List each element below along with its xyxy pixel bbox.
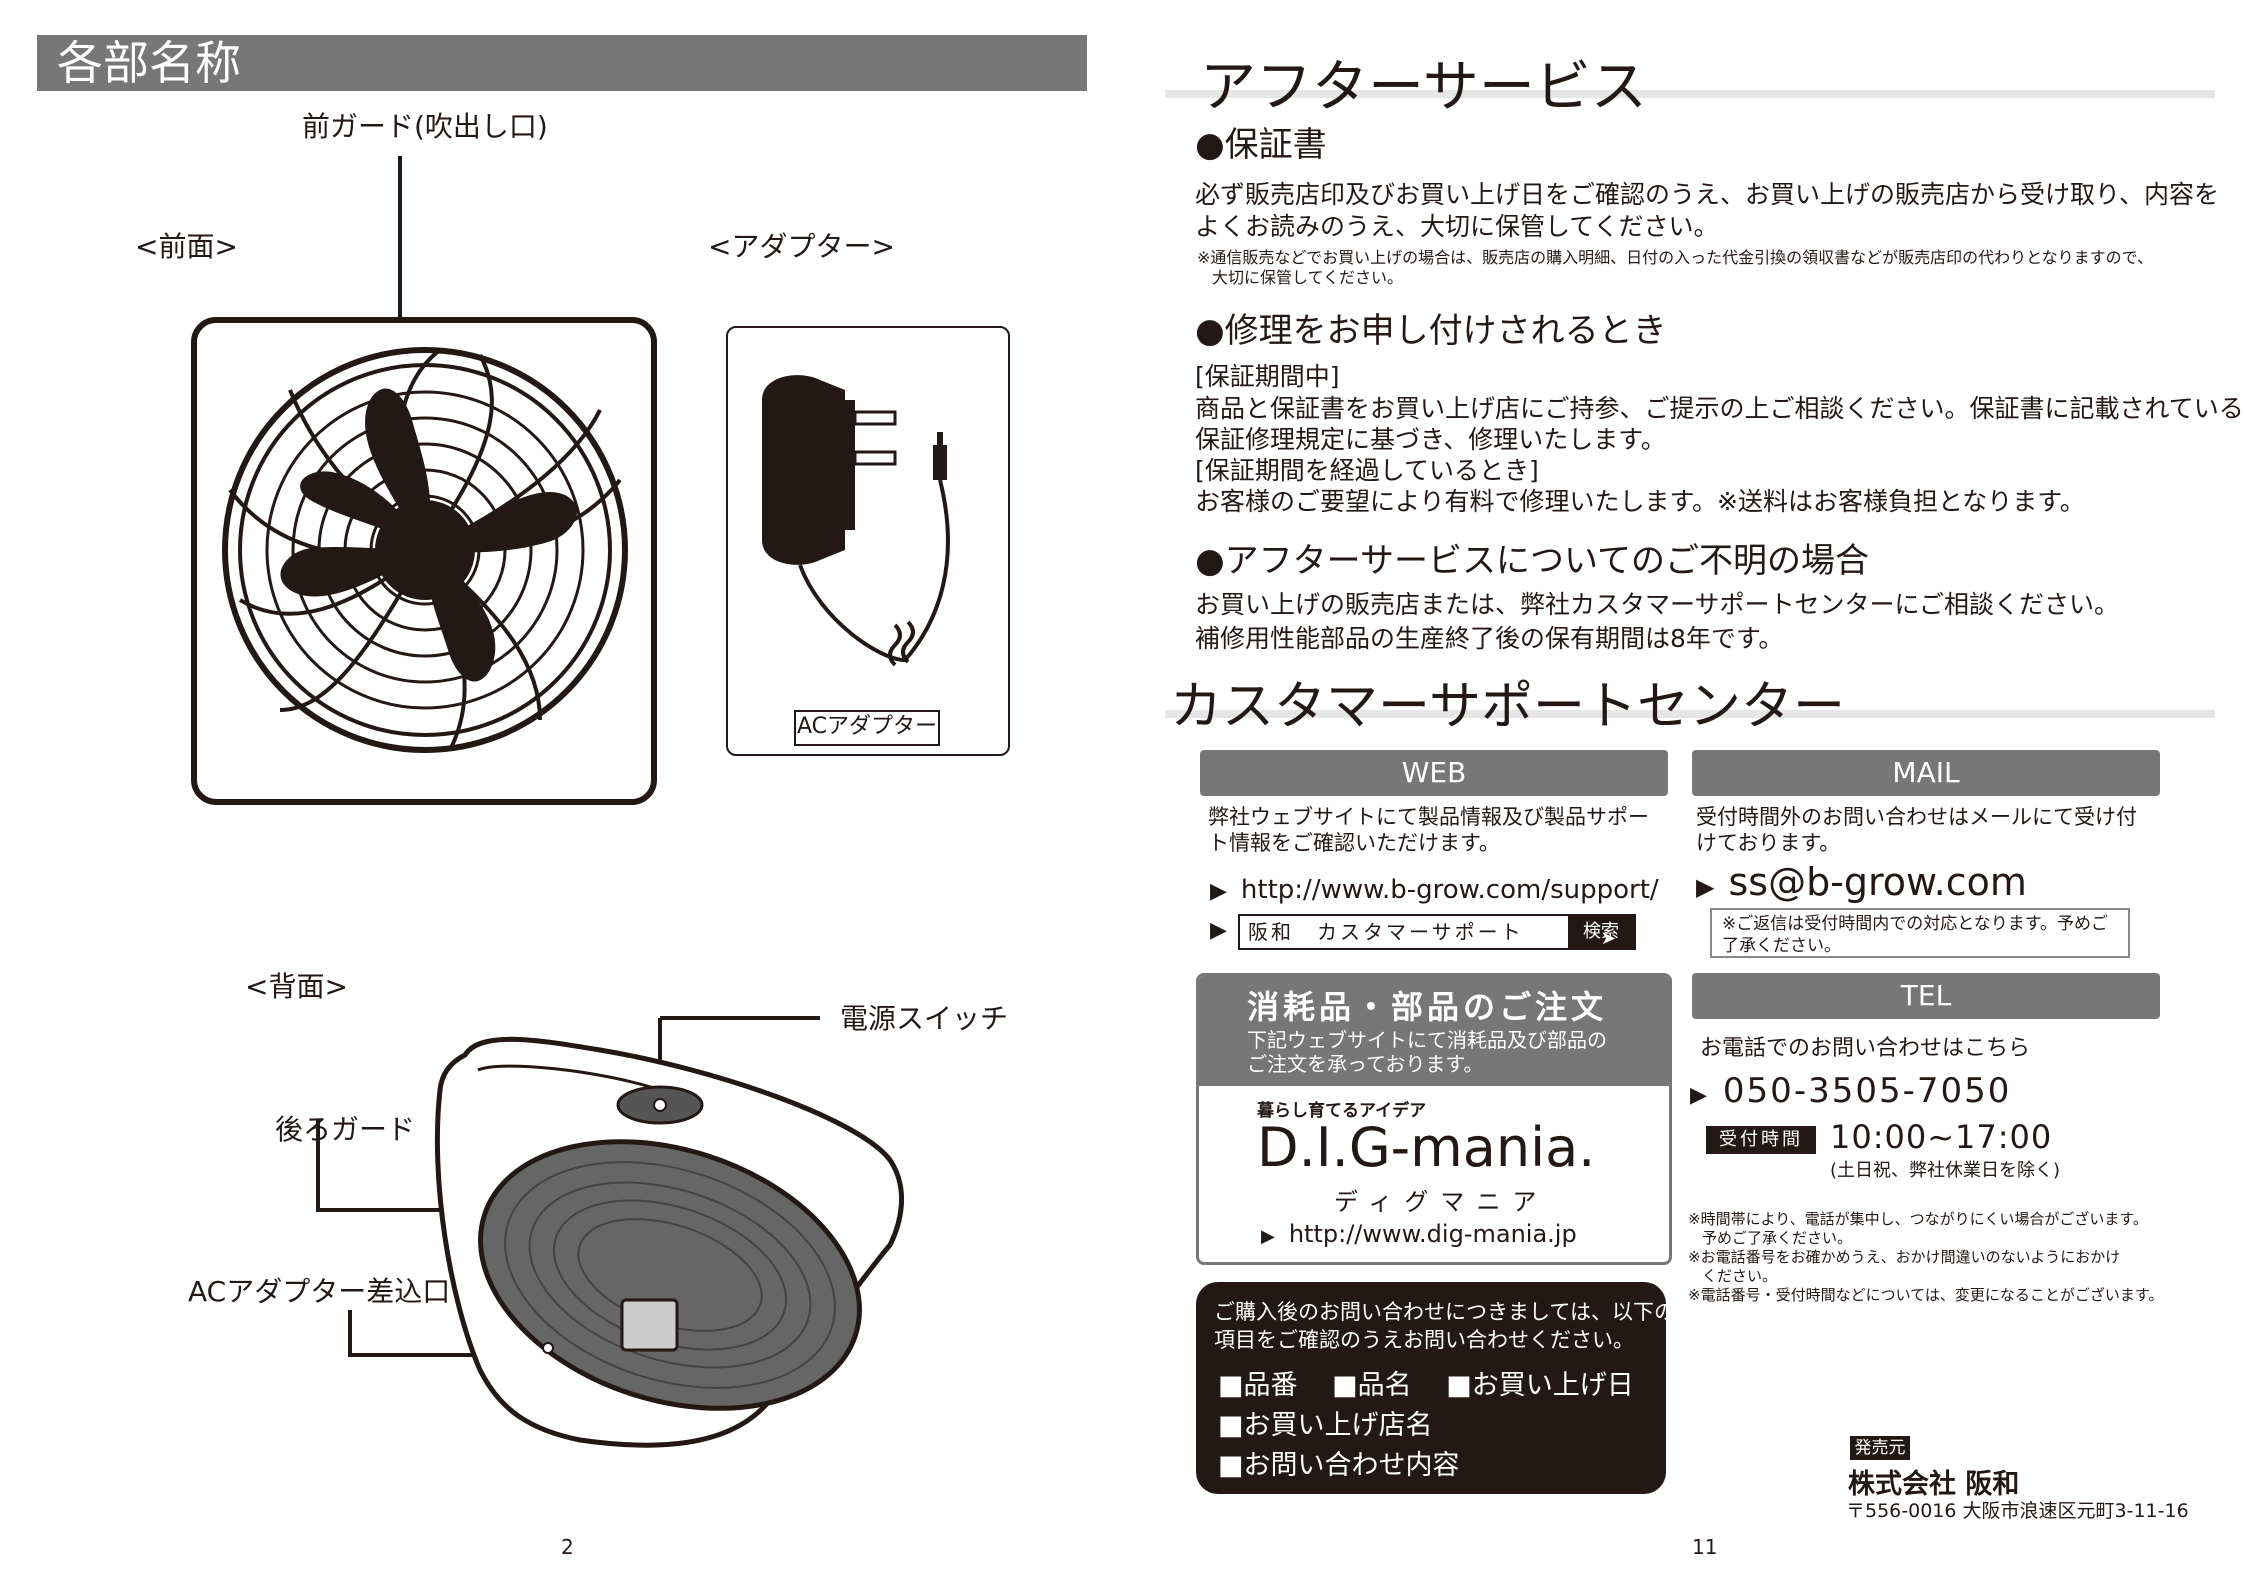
section-header: 各部名称 — [37, 35, 1087, 91]
fan-back-illustration — [316, 1016, 905, 1448]
web-desc-line-1: 弊社ウェブサイトにて製品情報及び製品サポー — [1208, 805, 1649, 829]
search-button[interactable]: 検索 — [1568, 916, 1634, 948]
tel-note-3: ※お電話番号をお確かめうえ、おかけ間違いのないようにおかけ — [1688, 1248, 2121, 1266]
parts-order-header — [1199, 976, 1669, 1086]
inquiry-line-2: 項目をご確認のうえお問い合わせください。 — [1214, 1328, 1634, 1352]
play-arrow-icon: ▶ — [1696, 873, 1715, 901]
parts-order-desc-line-1: 下記ウェブサイトにて消耗品及び部品の — [1247, 1028, 1607, 1052]
mail-address-link[interactable]: ss@b-grow.com — [1728, 860, 2027, 904]
section-header-title: 各部名称 — [57, 36, 241, 90]
inquiry-items: ■品番 ■品名 ■お買い上げ日 ■お買い上げ店名 ■お問い合わせ内容 — [1218, 1366, 1634, 1486]
hours-value: 10:00~17:00 — [1830, 1118, 2053, 1156]
parts-order-title: 消耗品・部品のご注文 — [1247, 988, 1608, 1026]
distributor-badge: 発売元 — [1850, 1436, 1910, 1460]
tel-number-row[interactable]: ▶ 050-3505-7050 — [1690, 1070, 2011, 1117]
hours-note: (土日祝、弊社休業日を除く) — [1830, 1160, 2061, 1181]
front-view-label: <前面> — [135, 230, 238, 263]
repair-heading: ●修理をお申し付けされるとき — [1195, 311, 1667, 351]
tel-notes: ※時間帯により、電話が集中し、つながりにくい場合がございます。 予めご了承くださ… — [1688, 1210, 2163, 1305]
mail-tab: MAIL — [1692, 750, 2160, 796]
ac-inlet-label: ACアダプター差込口 — [188, 1275, 451, 1308]
support-title: カスタマーサポートセンター — [1170, 677, 1845, 737]
tel-note-5: ※電話番号・受付時間などについては、変更になることがございます。 — [1688, 1286, 2164, 1304]
after-service-title: アフターサービス — [1200, 55, 1647, 120]
brand-url-link[interactable]: http://www.dig-mania.jp — [1288, 1220, 1577, 1248]
parts-order-box: 消耗品・部品のご注文 下記ウェブサイトにて消耗品及び部品の ご注文を承っておりま… — [1196, 973, 1672, 1265]
repair-line-2: 商品と保証書をお買い上げ店にご持参、ご提示の上ご相談ください。保証書に記載されて… — [1195, 394, 2244, 423]
mail-note-line-2: 了承ください。 — [1722, 936, 1841, 956]
ac-adapter-illustration — [762, 375, 950, 667]
mail-desc-line-1: 受付時間外のお問い合わせはメールにて受け付 — [1696, 805, 2137, 829]
adapter-view-label: <アダプター> — [708, 230, 895, 263]
inquiry-box: ご購入後のお問い合わせにつきましては、以下の 項目をご確認のうえお問い合わせくだ… — [1196, 1282, 1675, 1494]
web-desc-line-2: ト情報をご確認いただけます。 — [1208, 831, 1500, 855]
mail-desc: 受付時間外のお問い合わせはメールにて受け付 けております。 — [1696, 804, 2137, 856]
repair-line-3: 保証修理規定に基づき、修理いたします。 — [1195, 425, 1666, 454]
brand-url-row[interactable]: ▶ http://www.dig-mania.jp — [1261, 1216, 1577, 1255]
unclear-line-1: お買い上げの販売店または、弊社カスタマーサポートセンターにご相談ください。 — [1195, 590, 2120, 619]
page-number-right: 11 — [1692, 1535, 1718, 1559]
fan-front-illustration — [191, 156, 657, 805]
back-view-label: <背面> — [245, 970, 348, 1003]
support-rule — [1165, 710, 2215, 718]
mail-note-line-1: ※ご返信は受付時間内での対応となります。予めご — [1722, 914, 2109, 934]
inquiry-line-1: ご購入後のお問い合わせにつきましては、以下の — [1214, 1300, 1675, 1324]
company-name: 株式会社 阪和 — [1848, 1469, 2020, 1500]
repair-line-1: [保証期間中] — [1195, 362, 1340, 391]
warranty-line-1: 必ず販売店印及びお買い上げ日をご確認のうえ、お買い上げの販売店から受け取り、内容… — [1195, 180, 2220, 209]
search-arrow-icon: ▶ — [1210, 918, 1227, 943]
web-url-link[interactable]: http://www.b-grow.com/support/ — [1240, 875, 1659, 905]
play-arrow-icon: ▶ — [1261, 1226, 1275, 1247]
inquiry-item-content: ■お問い合わせ内容 — [1218, 1450, 1460, 1481]
tel-tab: TEL — [1692, 973, 2160, 1019]
inquiry-item-product-no: ■品番 — [1218, 1370, 1298, 1401]
warranty-note-2: 大切に保管してください。 — [1212, 268, 1404, 287]
inquiry-text: ご購入後のお問い合わせにつきましては、以下の 項目をご確認のうえお問い合わせくだ… — [1214, 1298, 1675, 1354]
unclear-heading: ●アフターサービスについてのご不明の場合 — [1195, 541, 1869, 581]
web-tab: WEB — [1200, 750, 1668, 796]
mail-address-row[interactable]: ▶ ss@b-grow.com — [1696, 860, 2027, 909]
tel-desc: お電話でのお問い合わせはこちら — [1700, 1036, 2031, 1061]
inquiry-item-product-name: ■品名 — [1332, 1370, 1412, 1401]
mail-desc-line-2: けております。 — [1696, 831, 1841, 855]
warranty-line-2: よくお読みのうえ、大切に保管してください。 — [1195, 212, 1719, 241]
inquiry-item-store: ■お買い上げ店名 — [1218, 1410, 1433, 1441]
search-box[interactable]: 阪和 カスタマーサポート 検索 ➤ — [1238, 914, 1636, 950]
web-url-row[interactable]: ▶ http://www.b-grow.com/support/ — [1210, 872, 1659, 910]
warranty-note-1: ※通信販売などでお買い上げの場合は、販売店の購入明細、日付の入った代金引換の領収… — [1197, 248, 2153, 267]
tel-note-2: 予めご了承ください。 — [1702, 1229, 1853, 1247]
repair-line-5: お客様のご要望により有料で修理いたします。※送料はお客様負担となります。 — [1195, 487, 2085, 516]
tel-note-4: ください。 — [1702, 1267, 1778, 1285]
tel-note-1: ※時間帯により、電話が集中し、つながりにくい場合がございます。 — [1688, 1210, 2148, 1228]
power-switch-label: 電源スイッチ — [840, 1002, 1009, 1035]
ac-adapter-tag: ACアダプター — [794, 710, 940, 746]
rear-guard-label: 後ろガード — [275, 1113, 416, 1146]
tel-number-link[interactable]: 050-3505-7050 — [1722, 1071, 2012, 1111]
inquiry-item-purchase-date: ■お買い上げ日 — [1446, 1370, 1634, 1401]
play-arrow-icon: ▶ — [1690, 1083, 1709, 1108]
search-input[interactable]: 阪和 カスタマーサポート — [1248, 920, 1524, 944]
brand-logo: D.I.G-mania. — [1257, 1116, 1596, 1179]
play-arrow-icon: ▶ — [1210, 879, 1227, 904]
parts-order-desc: 下記ウェブサイトにて消耗品及び部品の ご注文を承っております。 — [1247, 1028, 1607, 1076]
web-desc: 弊社ウェブサイトにて製品情報及び製品サポー ト情報をご確認いただけます。 — [1208, 804, 1649, 856]
unclear-line-2: 補修用性能部品の生産終了後の保有期間は8年です。 — [1195, 624, 1784, 653]
hours-badge: 受付時間 — [1706, 1126, 1816, 1154]
front-guard-label: 前ガード(吹出し口) — [302, 110, 548, 143]
warranty-heading: ●保証書 — [1195, 125, 1327, 165]
page-number-left: 2 — [561, 1535, 574, 1559]
repair-line-4: [保証期間を経過しているとき] — [1195, 456, 1539, 485]
brand-tagline: 暮らし育てるアイデア — [1257, 1101, 1427, 1121]
mail-note: ※ご返信は受付時間内での対応となります。予めご 了承ください。 — [1710, 908, 2130, 958]
company-address: 〒556-0016 大阪市浪速区元町3-11-16 — [1846, 1500, 2189, 1522]
brand-kana: ディグマニア — [1334, 1188, 1549, 1216]
parts-order-desc-line-2: ご注文を承っております。 — [1247, 1052, 1484, 1076]
cursor-icon: ➤ — [1600, 928, 1616, 949]
adapter-frame — [726, 326, 1010, 756]
after-service-rule — [1165, 90, 2215, 98]
